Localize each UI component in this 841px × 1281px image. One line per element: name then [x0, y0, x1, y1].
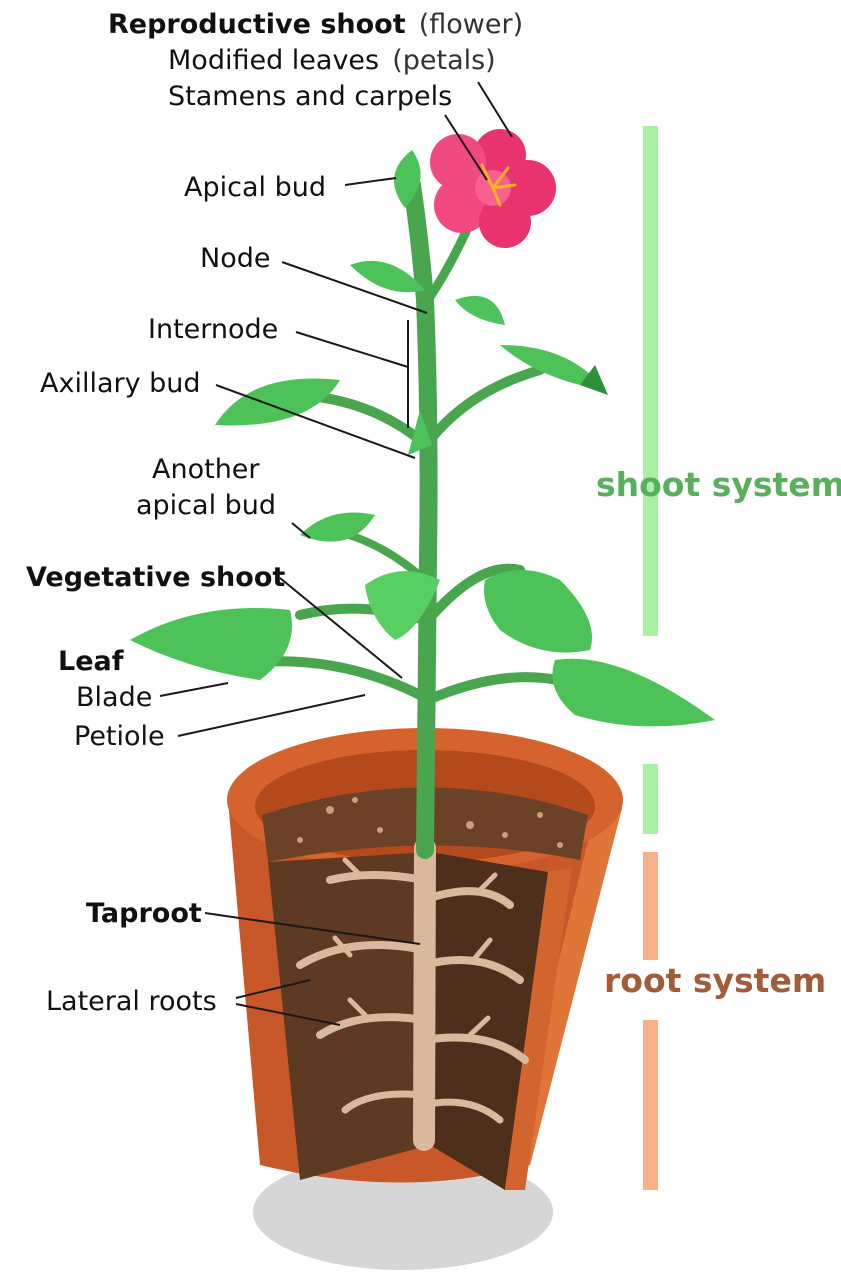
root-system-bar-top — [643, 852, 658, 960]
root-system-bar-bottom — [643, 1020, 658, 1190]
lateral-roots-label: Lateral roots — [46, 986, 217, 1017]
petiole-label: Petiole — [74, 721, 165, 752]
reproductive-shoot-label-group: Reproductive shoot (flower) — [108, 9, 523, 40]
modified-leaves-label: Modified leaves — [168, 45, 379, 76]
leaf-blade-shape — [130, 608, 292, 680]
taproot-label: Taproot — [86, 898, 202, 929]
leaf-label: Leaf — [58, 646, 124, 677]
flower-label: (flower) — [419, 9, 523, 40]
another-apical-bud-label-line1: Another — [152, 454, 260, 485]
shoot-system-label: shoot system — [596, 465, 841, 504]
reproductive-shoot-label: Reproductive shoot — [108, 9, 406, 40]
flower — [430, 129, 556, 248]
apical-bud-label: Apical bud — [184, 172, 326, 203]
node-label: Node — [200, 243, 270, 274]
modified-leaves-label-group: Modified leaves (petals) — [168, 45, 496, 76]
shoot-system-bar-top — [643, 126, 658, 636]
axillary-bud-label: Axillary bud — [40, 368, 201, 399]
internode-label: Internode — [148, 314, 278, 345]
another-apical-bud-label-line2: apical bud — [136, 490, 276, 521]
root-system-label: root system — [604, 961, 826, 1000]
stamens-carpels-label: Stamens and carpels — [168, 81, 452, 112]
petals-label: (petals) — [392, 45, 496, 76]
shoot-system-bar-bottom — [643, 764, 658, 834]
blade-label: Blade — [76, 682, 152, 713]
vegetative-shoot-label: Vegetative shoot — [26, 562, 285, 593]
